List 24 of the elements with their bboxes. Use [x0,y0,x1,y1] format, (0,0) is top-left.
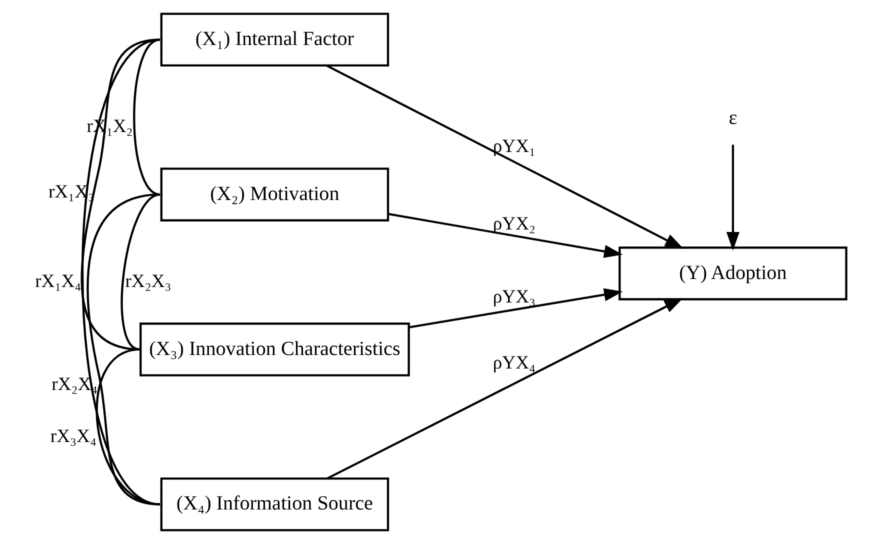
connector [80,38,160,351]
edge-label: ρYX₁ [492,136,536,158]
edge-label: rX₃X₄ [50,426,96,447]
edge-label: ρYX₃ [492,286,536,308]
node-box: (X₄) Information Source [160,477,389,532]
edge-label: rX₂X₃ [124,270,171,292]
connector [132,38,160,196]
arrow [326,64,684,249]
arrow [408,288,622,328]
edge-label: ρYX₂ [492,214,536,235]
node-box: (X₂) Motivation [160,168,389,222]
arrow [326,298,683,480]
arrow [726,144,739,251]
node-box: (X₁) Internal Factor [160,12,389,67]
connector [120,194,160,350]
edge-label: ρYX₄ [492,352,536,374]
node-box: (X₃) Innovation Characteristics [139,322,410,376]
connector [81,38,160,506]
connector [86,193,160,506]
arrow [387,212,622,258]
connector [95,348,160,506]
edge-label: rX₁X₄ [34,270,81,292]
node-box: (Y) Adoption [618,246,847,300]
node-text: ε [728,106,737,129]
